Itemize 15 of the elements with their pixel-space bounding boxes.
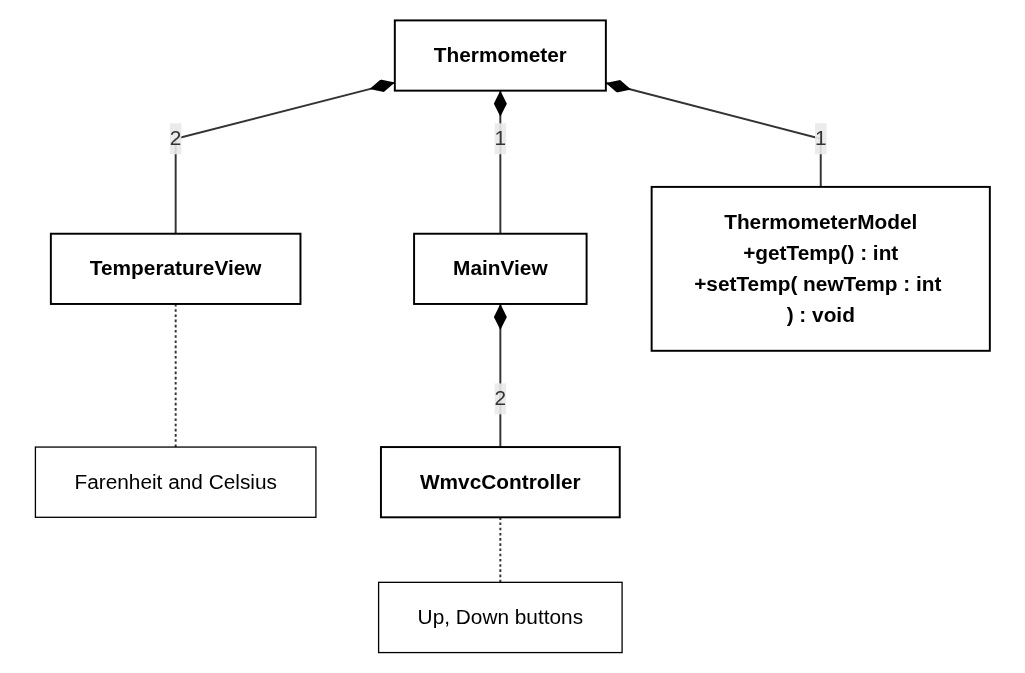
node-box: Farenheit and Celsius: [34, 446, 317, 518]
connector: [493, 89, 507, 235]
edge-label: 2: [169, 127, 182, 150]
connector: [499, 516, 502, 584]
node-box: TemperatureView: [49, 232, 302, 305]
connector: [493, 303, 507, 449]
edge-label: 2: [494, 387, 507, 410]
node-box: Up, Down buttons: [377, 581, 623, 654]
node-box: WmvcController: [379, 446, 621, 519]
node-box: Thermometer: [393, 19, 607, 92]
edge-label: 1: [494, 127, 507, 150]
edge-label: 1: [814, 127, 827, 150]
node-box: ThermometerModel +getTemp() : int +setTemp( newTemp : int ) : void: [650, 185, 991, 352]
node-box: MainView: [413, 232, 588, 305]
connector: [174, 303, 177, 449]
